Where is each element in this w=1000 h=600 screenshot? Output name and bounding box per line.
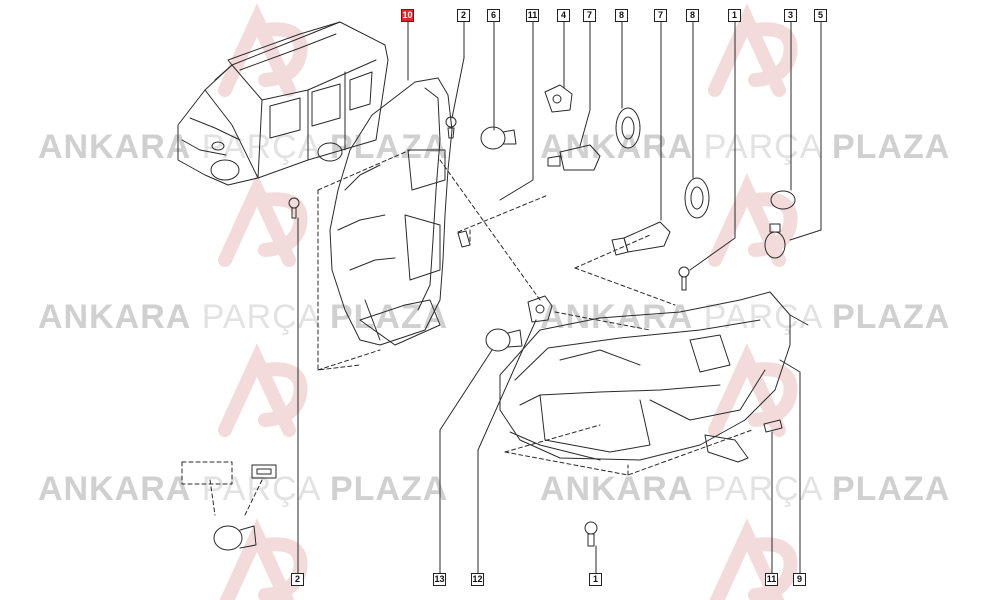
callout-box-8: 8 — [686, 9, 699, 22]
callout-box-2: 2 — [457, 9, 470, 22]
vehicle-illustration — [177, 21, 389, 186]
callout-box-1: 1 — [589, 573, 602, 586]
watermark-logo — [219, 518, 308, 600]
callout-box-5: 5 — [814, 9, 827, 22]
watermark-text: ANKARA PARÇA PLAZA — [38, 298, 449, 336]
watermark-logo — [218, 343, 308, 437]
callout-box-12: 12 — [471, 573, 484, 586]
callout-box-4: 4 — [557, 9, 570, 22]
watermark-logo — [708, 343, 798, 437]
callout-box-10: 10 — [401, 9, 414, 22]
callout-box-6: 6 — [487, 9, 500, 22]
clip-part — [251, 464, 277, 479]
callout-box-8: 8 — [615, 9, 628, 22]
bulbs-and-fixtures — [213, 84, 796, 551]
callout-box-1: 1 — [728, 9, 741, 22]
watermark-logo — [708, 173, 798, 267]
headlamp-rear-view — [329, 77, 453, 346]
callout-box-13: 13 — [433, 573, 446, 586]
watermark-logo — [218, 173, 308, 267]
watermark-text: ANKARA PARÇA PLAZA — [540, 128, 951, 166]
callout-leader-lines — [297, 21, 822, 574]
callout-box-9: 9 — [793, 573, 806, 586]
callout-box-7: 7 — [583, 9, 596, 22]
assembly-lines — [181, 149, 753, 516]
callout-box-11: 11 — [526, 9, 539, 22]
headlamp-assembly — [499, 291, 809, 463]
watermark-logo — [708, 3, 798, 97]
callout-box-11: 11 — [765, 573, 778, 586]
watermark-logo — [218, 3, 308, 97]
watermark-text: ANKARA PARÇA PLAZA — [540, 470, 951, 508]
callout-box-2: 2 — [291, 573, 304, 586]
callout-box-3: 3 — [784, 9, 797, 22]
callout-box-7: 7 — [654, 9, 667, 22]
